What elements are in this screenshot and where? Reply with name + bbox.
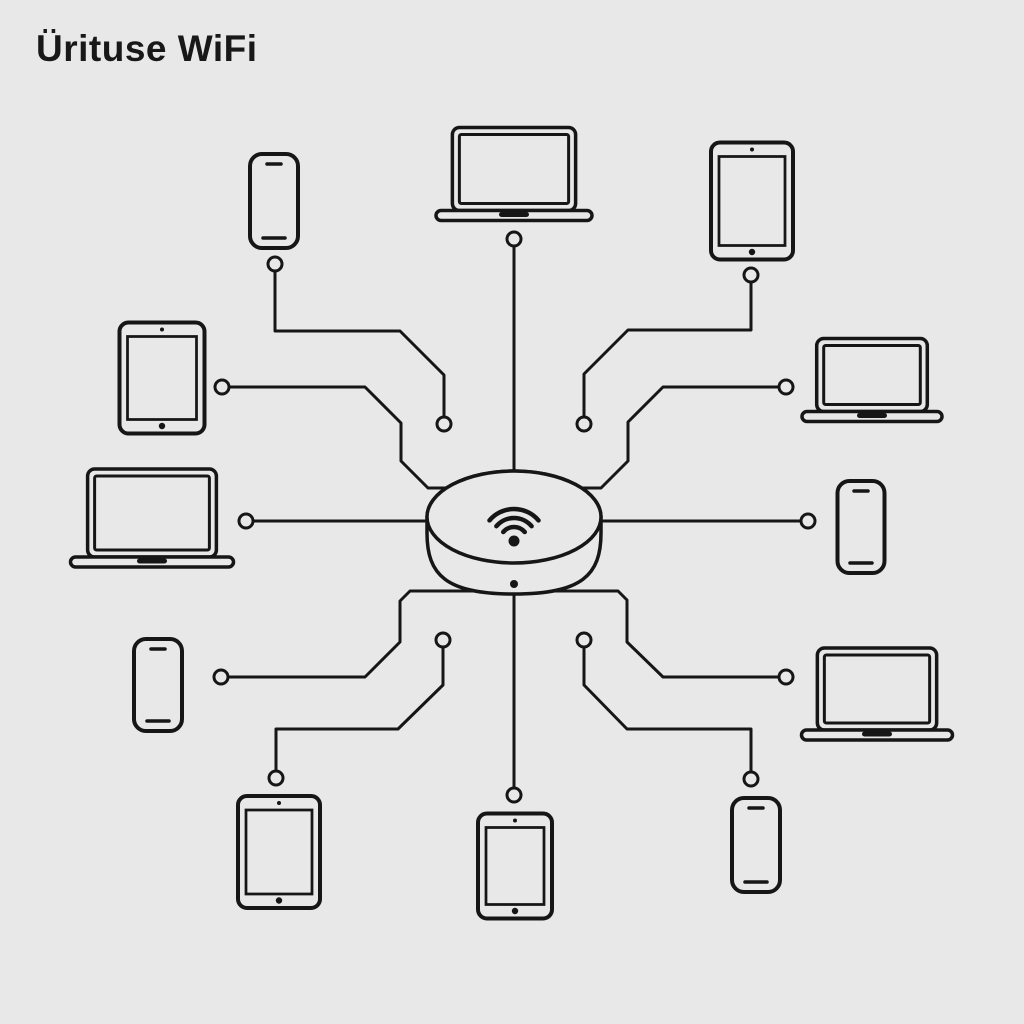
tablet-home-dot [748, 248, 756, 256]
hub-led-dot [510, 580, 518, 588]
phone-bottom-left [132, 637, 184, 733]
phone-body [132, 637, 184, 733]
junction-dot [434, 631, 452, 649]
connector-dot [799, 512, 817, 530]
wifi-router-hub [425, 469, 603, 596]
connector-dot [777, 668, 795, 686]
connection-line [273, 271, 446, 417]
connection-line [582, 647, 753, 772]
laptop-notch [857, 413, 887, 418]
laptop-notch [499, 212, 529, 217]
phone-bottom-right [730, 796, 782, 894]
phone-body [730, 796, 782, 894]
wifi-dot [508, 535, 520, 547]
connector-dot [777, 378, 795, 396]
laptop-screen [457, 133, 571, 205]
connection-line [229, 385, 452, 490]
tablet-screen [126, 335, 198, 421]
connection-line [582, 282, 753, 417]
tablet-screen [244, 808, 314, 896]
tablet-camera-dot [750, 147, 754, 152]
connection-line [228, 589, 497, 679]
connector-dot [237, 512, 255, 530]
phone-right [835, 479, 887, 575]
tablet-left [117, 320, 207, 436]
connector-dot [505, 786, 523, 804]
junction-dot [575, 415, 593, 433]
tablet-home-dot [158, 422, 166, 430]
wifi-arc [501, 524, 527, 535]
tablet-screen [717, 155, 787, 247]
wifi-icon [487, 506, 541, 547]
phone-top-left [248, 152, 300, 250]
junction-dot [575, 631, 593, 649]
connector-dot [267, 769, 285, 787]
laptop-screen-frame [450, 125, 578, 213]
tablet-camera-dot [513, 818, 517, 823]
tablet-camera-dot [277, 801, 281, 805]
laptop-left [68, 467, 236, 569]
tablet-bottom-left [236, 794, 322, 910]
tablet-body [476, 811, 554, 921]
laptop-right-upper [800, 336, 944, 424]
junction-dot [435, 415, 453, 433]
page-title: Ürituse WiFi [36, 28, 258, 69]
tablet-home-dot [511, 907, 519, 915]
tablet-top-right [709, 140, 795, 262]
phone-body [835, 479, 887, 575]
connector-dot [742, 266, 760, 284]
laptop-screen-frame [85, 467, 219, 559]
connection-line [274, 647, 445, 771]
tablet-body [709, 140, 795, 262]
tablet-body [117, 320, 207, 436]
wifi-arc [487, 506, 541, 523]
laptop-screen-frame [815, 646, 939, 732]
connector-dot [742, 770, 760, 788]
phone-body [248, 152, 300, 250]
connection-line [531, 589, 779, 679]
laptop-notch [862, 731, 892, 737]
tablet-home-dot [275, 897, 283, 904]
laptop-right-lower [799, 646, 955, 742]
laptop-notch [137, 558, 167, 564]
connector-dot [212, 668, 230, 686]
laptop-screen [822, 344, 922, 406]
connector-dot [266, 255, 284, 273]
connector-dot [505, 230, 523, 248]
laptop-screen [93, 474, 211, 552]
tablet-camera-dot [160, 327, 164, 332]
wifi-arc [494, 515, 534, 529]
laptop-top [434, 125, 594, 223]
laptop-screen [822, 653, 932, 725]
laptop-screen-frame [814, 336, 930, 414]
connection-line [576, 385, 779, 490]
connector-dot [213, 378, 231, 396]
tablet-bottom-center [476, 811, 554, 921]
tablet-body [236, 794, 322, 910]
tablet-screen [484, 826, 546, 906]
